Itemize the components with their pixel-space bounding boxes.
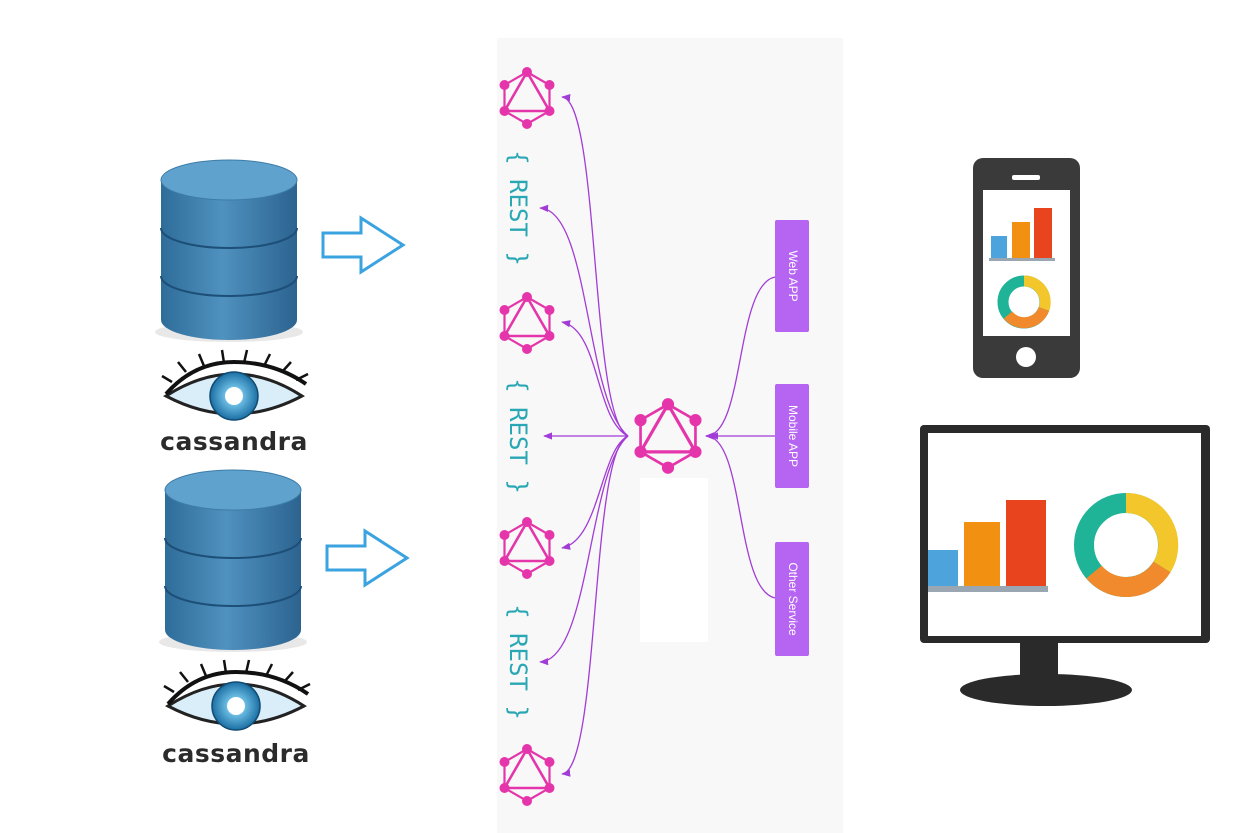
connector-graphql-2: [561, 320, 629, 437]
hub-to-endpoint-connectors: [539, 94, 629, 777]
panel-gap: [640, 478, 708, 642]
connector-web-app: [705, 276, 776, 440]
connector-graphql-1: [561, 94, 629, 437]
cassandra-eye-icon: [162, 658, 312, 732]
cassandra-eye-icon: [160, 348, 310, 422]
cassandra-source-2: cassandra: [158, 469, 409, 768]
rest-label: { REST }: [504, 150, 532, 266]
rest-label: { REST }: [504, 378, 532, 494]
rest-label: { REST }: [504, 604, 532, 720]
connector-other-service: [705, 432, 776, 599]
cassandra-source-1: cassandra: [154, 159, 405, 456]
connector-rest-1: [539, 204, 629, 437]
client-label: Other Service: [786, 562, 800, 636]
database-icon: [158, 469, 308, 653]
database-icon: [154, 159, 304, 343]
client-label: Web APP: [786, 250, 800, 301]
connector-rest-3: [539, 435, 629, 666]
client-web-app: Web APP: [775, 220, 809, 332]
client-mobile-app: Mobile APP: [775, 384, 809, 488]
cassandra-label: cassandra: [162, 739, 310, 768]
client-label: Mobile APP: [786, 405, 800, 467]
client-other-service: Other Service: [775, 542, 809, 656]
smartphone-icon: [973, 158, 1080, 378]
client-connectors: [705, 276, 776, 599]
flow-arrow-icon: [325, 529, 409, 587]
flow-arrow-icon: [321, 216, 405, 274]
monitor-icon: [920, 425, 1210, 706]
cassandra-label: cassandra: [160, 427, 308, 456]
connector-graphql-4: [561, 435, 629, 777]
connector-graphql-3: [561, 435, 629, 550]
